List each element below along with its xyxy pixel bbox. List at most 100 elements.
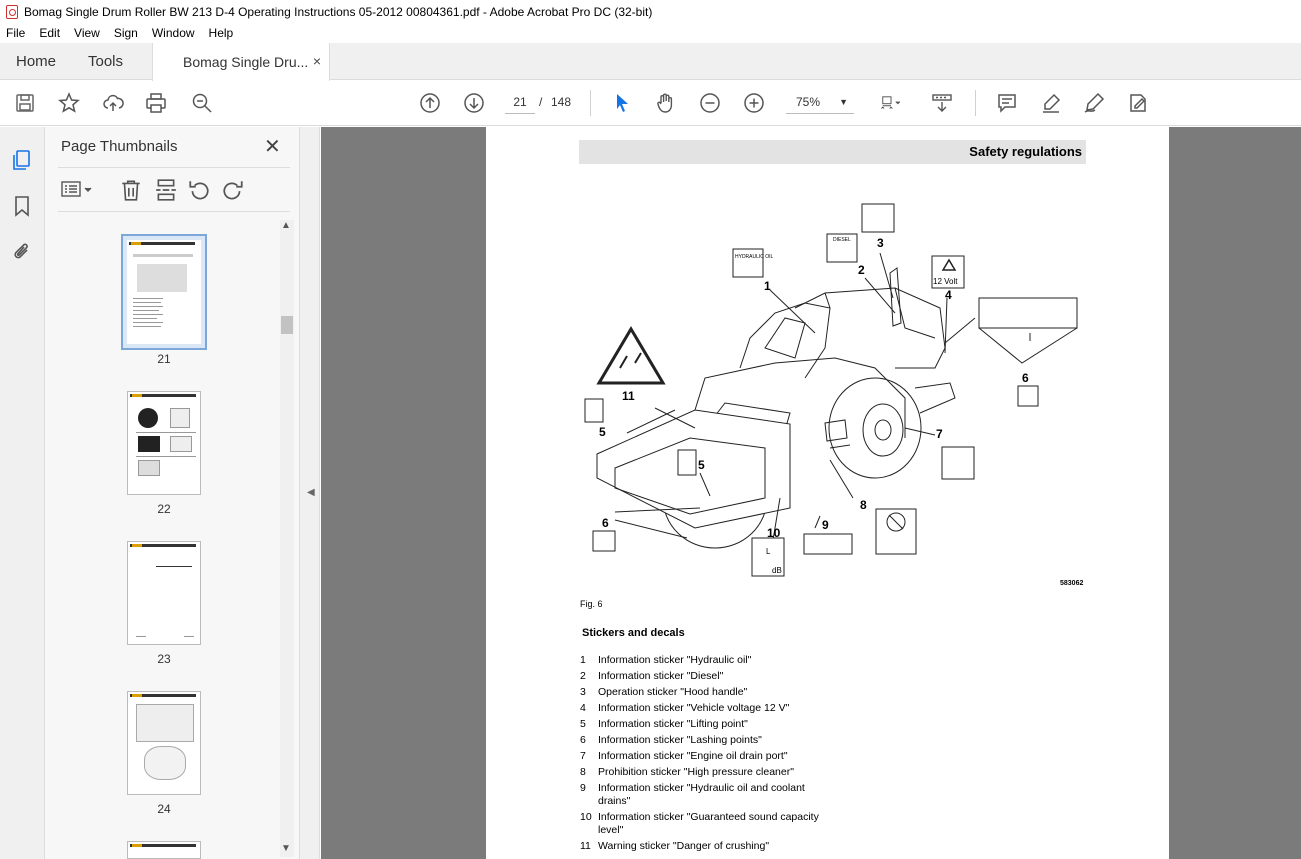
page-number-input[interactable]: 21 <box>505 90 535 114</box>
collapse-arrow-icon[interactable]: ◀ <box>307 487 315 498</box>
tab-home[interactable]: Home <box>16 53 57 70</box>
sticker-hydraulic-text: HYDRAULIC OIL <box>735 254 774 260</box>
acrobat-logo-icon <box>6 4 18 19</box>
thumbnail-label: 22 <box>157 502 171 516</box>
search-zoom-icon[interactable] <box>190 91 214 115</box>
draw-icon[interactable] <box>1082 91 1106 115</box>
navigation-rail <box>0 127 45 859</box>
thumbnail-page[interactable] <box>127 841 201 859</box>
zoom-dropdown[interactable]: 75% ▼ <box>786 90 854 114</box>
panel-scrollbar[interactable] <box>280 220 294 857</box>
sticker-db-text: dB <box>772 566 782 575</box>
stickers-heading: Stickers and decals <box>582 627 685 639</box>
callout-2: 2 <box>858 263 865 277</box>
extract-pages-icon[interactable] <box>154 178 178 202</box>
fit-page-icon[interactable] <box>874 91 908 115</box>
scroll-mode-icon[interactable] <box>930 91 954 115</box>
callout-4: 4 <box>945 288 952 302</box>
menu-help[interactable]: Help <box>208 26 234 40</box>
figure-caption: Fig. 6 <box>580 599 603 609</box>
panel-scrollbar-thumb[interactable] <box>281 316 293 334</box>
select-cursor-icon[interactable] <box>610 91 634 115</box>
menu-file[interactable]: File <box>6 26 26 40</box>
scroll-down-icon[interactable]: ▼ <box>281 843 291 854</box>
scroll-up-icon[interactable]: ▲ <box>281 220 291 231</box>
panel-title: Page Thumbnails <box>61 138 178 155</box>
fill-sign-icon[interactable] <box>1126 91 1150 115</box>
section-title: Safety regulations <box>969 144 1082 159</box>
star-icon[interactable] <box>57 91 81 115</box>
callout-8: 8 <box>860 498 867 512</box>
save-icon[interactable] <box>13 91 37 115</box>
menu-sign[interactable]: Sign <box>113 26 138 40</box>
print-icon[interactable] <box>144 91 168 115</box>
tab-document-label: Bomag Single Dru... <box>183 54 309 70</box>
zoom-value: 75% <box>796 95 821 109</box>
panel-divider <box>58 211 290 212</box>
page-up-icon[interactable] <box>418 91 442 115</box>
tab-document[interactable]: Bomag Single Dru... × <box>152 43 330 81</box>
title-bar: Bomag Single Drum Roller BW 213 D-4 Oper… <box>0 0 1301 23</box>
attachments-icon[interactable] <box>11 241 33 263</box>
sticker-sound-text: L <box>766 547 771 556</box>
chevron-down-icon: ▼ <box>839 97 848 107</box>
toolbar-divider <box>590 90 591 116</box>
window-title: Bomag Single Drum Roller BW 213 D-4 Oper… <box>24 4 653 19</box>
callout-7: 7 <box>936 427 943 441</box>
thumbnail-page[interactable] <box>127 391 201 495</box>
page-thumbnails-icon[interactable] <box>11 149 33 171</box>
callout-10: 10 <box>767 526 781 540</box>
tab-bar: Home Tools Bomag Single Dru... × <box>0 43 1301 81</box>
rotate-right-icon[interactable] <box>221 178 245 202</box>
callout-5: 5 <box>599 425 606 439</box>
roller-sticker-figure: 1 2 3 4 5 5 5 6 6 7 8 9 10 11 <box>584 203 1078 577</box>
zoom-in-icon[interactable] <box>742 91 766 115</box>
hand-icon[interactable] <box>654 91 678 115</box>
panel-collapse-strip[interactable] <box>299 127 320 859</box>
thumbnail-page[interactable] <box>127 691 201 795</box>
thumbnail-label: 23 <box>157 652 171 666</box>
thumbnail-page[interactable] <box>127 541 201 645</box>
comment-icon[interactable] <box>995 91 1019 115</box>
page-down-icon[interactable] <box>462 91 486 115</box>
page-separator: / <box>539 95 543 109</box>
sticker-diesel-text: DIESEL <box>833 237 851 243</box>
callout-11: 11 <box>622 389 635 403</box>
callout-6: 6 <box>1022 371 1029 385</box>
page-total: 148 <box>551 95 572 109</box>
figure-id: 583062 <box>1060 580 1084 587</box>
highlight-icon[interactable] <box>1039 91 1063 115</box>
tab-close-icon[interactable]: × <box>312 53 321 69</box>
sticker-volt-text: 12 Volt <box>933 277 958 286</box>
thumbnail-options-icon[interactable] <box>60 178 96 202</box>
callout-5: 5 <box>698 458 705 472</box>
panel-divider <box>58 167 290 168</box>
thumbnail-label: 21 <box>157 352 171 366</box>
bookmarks-icon[interactable] <box>11 195 33 217</box>
upload-icon[interactable] <box>101 91 125 115</box>
callout-6: 6 <box>602 516 609 530</box>
rotate-left-icon[interactable] <box>187 178 211 202</box>
menu-window[interactable]: Window <box>151 26 195 40</box>
zoom-out-icon[interactable] <box>698 91 722 115</box>
section-header: Safety regulations <box>579 140 1086 164</box>
delete-icon[interactable] <box>119 178 143 202</box>
menu-view[interactable]: View <box>74 26 100 40</box>
toolbar-divider <box>975 90 976 116</box>
thumbnail-page[interactable] <box>121 234 207 350</box>
menu-edit[interactable]: Edit <box>39 26 61 40</box>
close-icon[interactable]: ✕ <box>264 136 281 158</box>
tab-tools[interactable]: Tools <box>88 53 124 70</box>
callout-1: 1 <box>764 279 771 293</box>
